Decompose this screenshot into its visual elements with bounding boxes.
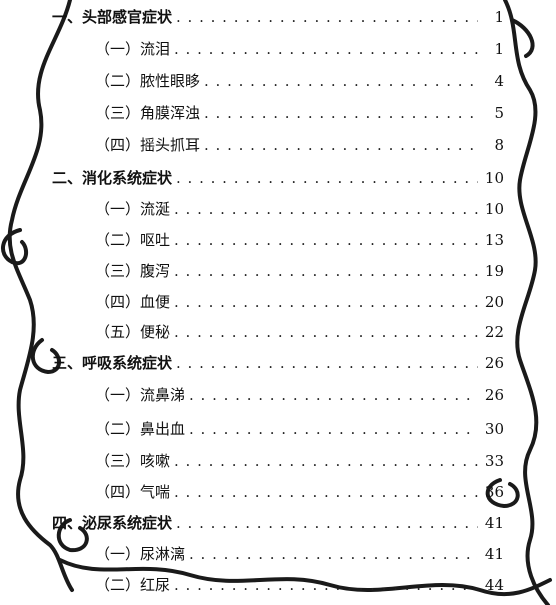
dot-leader [189, 384, 478, 406]
dot-leader [176, 512, 478, 534]
dot-leader [174, 38, 478, 60]
toc-entry-subsection[interactable]: （一）流鼻涕 26 [95, 384, 504, 406]
dot-leader [189, 418, 478, 440]
toc-entry-page: 36 [484, 483, 504, 501]
toc-entry-section[interactable]: 一、头部感官症状 1 [52, 6, 504, 28]
toc-entry-label: （一）尿淋漓 [95, 545, 186, 563]
toc-entry-page: 33 [484, 452, 504, 470]
toc-entry-page: 41 [484, 545, 504, 563]
toc-entry-page: 13 [484, 231, 504, 249]
toc-entry-page: 26 [484, 386, 504, 404]
toc-entry-subsection[interactable]: （二）呕吐 13 [95, 229, 504, 251]
toc-entry-page: 20 [484, 293, 504, 311]
dot-leader [204, 70, 478, 92]
dot-leader [174, 198, 478, 220]
toc-entry-page: 8 [494, 136, 504, 154]
toc-entry-label: （二）脓性眼眵 [95, 72, 201, 90]
toc-entry-label: （五）便秘 [95, 323, 171, 341]
toc-entry-subsection[interactable]: （三）角膜浑浊 5 [95, 102, 504, 124]
toc-entry-label: （二）呕吐 [95, 231, 171, 249]
toc-entry-subsection[interactable]: （一）尿淋漓 41 [95, 543, 504, 565]
toc-entry-label: （二）红尿 [95, 576, 171, 594]
toc-entry-page: 26 [484, 354, 504, 372]
toc-entry-subsection[interactable]: （四）血便 20 [95, 291, 504, 313]
toc-entry-label: （二）鼻出血 [95, 420, 186, 438]
toc-entry-section[interactable]: 三、呼吸系统症状 26 [52, 352, 504, 374]
toc-entry-page: 22 [484, 323, 504, 341]
dot-leader [174, 481, 478, 503]
dot-leader [174, 574, 478, 596]
toc-entry-page: 5 [494, 104, 504, 122]
toc-entry-label: 三、呼吸系统症状 [52, 354, 173, 372]
toc-entry-subsection[interactable]: （一）流涎 10 [95, 198, 504, 220]
toc-entry-page: 1 [494, 8, 504, 26]
toc-entry-page: 44 [484, 576, 504, 594]
toc-entry-subsection[interactable]: （二）脓性眼眵 4 [95, 70, 504, 92]
toc-entry-page: 10 [484, 200, 504, 218]
toc-entry-label: （三）角膜浑浊 [95, 104, 201, 122]
toc-entry-subsection[interactable]: （一）流泪 1 [95, 38, 504, 60]
toc-entry-label: 四、泌尿系统症状 [52, 514, 173, 532]
dot-leader [204, 102, 478, 124]
dot-leader [174, 321, 478, 343]
toc-entry-label: （一）流涎 [95, 200, 171, 218]
toc-entry-page: 4 [494, 72, 504, 90]
toc-entry-subsection[interactable]: （二）鼻出血 30 [95, 418, 504, 440]
toc-entry-page: 41 [484, 514, 504, 532]
toc-entry-label: （三）咳嗽 [95, 452, 171, 470]
dot-leader [176, 352, 478, 374]
toc-entry-page: 1 [494, 40, 504, 58]
toc-entry-label: （一）流鼻涕 [95, 386, 186, 404]
toc-entry-label: （一）流泪 [95, 40, 171, 58]
dot-leader [174, 450, 478, 472]
toc-entry-section[interactable]: 四、泌尿系统症状 41 [52, 512, 504, 534]
toc-entry-page: 19 [484, 262, 504, 280]
toc-entry-label: 一、头部感官症状 [52, 8, 173, 26]
dot-leader [189, 543, 478, 565]
toc-entry-label: （四）摇头抓耳 [95, 136, 201, 154]
toc-entry-page: 30 [484, 420, 504, 438]
toc-entry-label: （四）血便 [95, 293, 171, 311]
dot-leader [204, 134, 478, 156]
toc-entry-page: 10 [484, 169, 504, 187]
toc-entry-subsection[interactable]: （二）红尿 44 [95, 574, 504, 596]
toc-entry-subsection[interactable]: （四）摇头抓耳 8 [95, 134, 504, 156]
dot-leader [174, 291, 478, 313]
toc-entry-label: （三）腹泻 [95, 262, 171, 280]
dot-leader [176, 6, 478, 28]
dot-leader [174, 229, 478, 251]
toc-entry-subsection[interactable]: （五）便秘 22 [95, 321, 504, 343]
toc-entry-subsection[interactable]: （四）气喘 36 [95, 481, 504, 503]
toc-entry-label: 二、消化系统症状 [52, 169, 173, 187]
dot-leader [176, 167, 478, 189]
toc-entry-section[interactable]: 二、消化系统症状 10 [52, 167, 504, 189]
toc-entry-subsection[interactable]: （三）腹泻 19 [95, 260, 504, 282]
toc-entry-subsection[interactable]: （三）咳嗽 33 [95, 450, 504, 472]
dot-leader [174, 260, 478, 282]
toc-entry-label: （四）气喘 [95, 483, 171, 501]
